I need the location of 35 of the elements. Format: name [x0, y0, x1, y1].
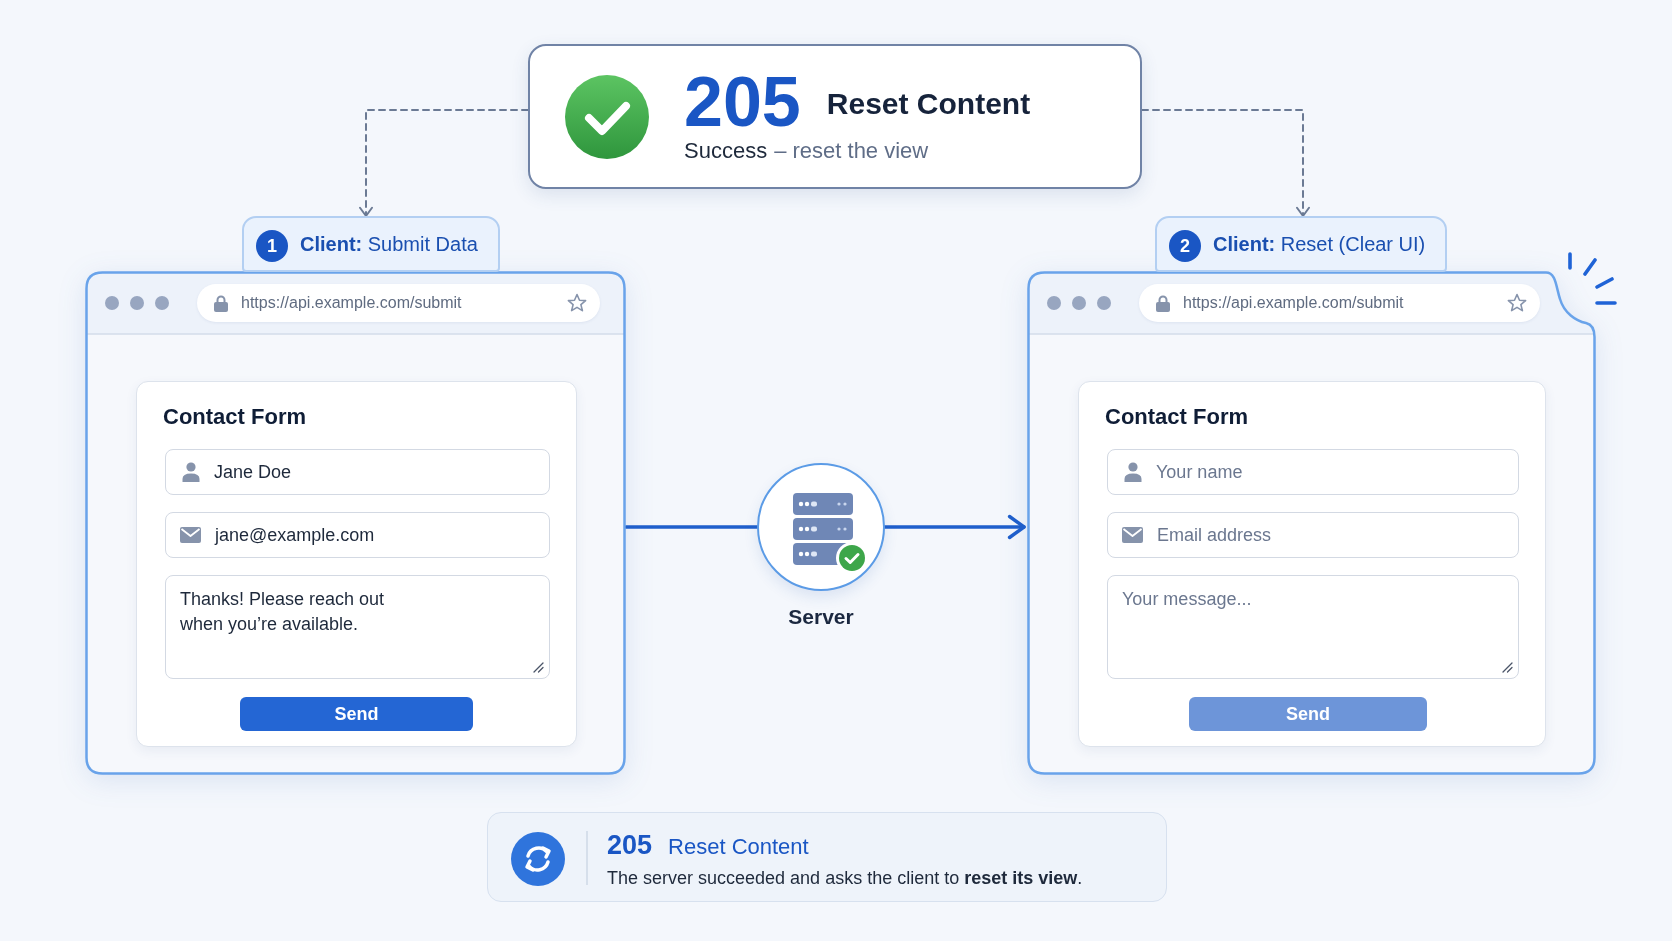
status-summary: Success	[684, 137, 768, 165]
step-title: Client: Reset (Clear UI)	[1213, 232, 1426, 257]
step-title: Client: Submit Data	[300, 232, 478, 257]
browser-window	[85, 271, 626, 775]
info-banner	[487, 812, 1167, 902]
email-input-field: Email address	[1107, 512, 1519, 558]
form-title: Contact Form	[163, 403, 306, 431]
status-description: The server succeeded and asks the client to reset its view.	[607, 867, 1083, 890]
form-card	[136, 381, 577, 747]
form-card	[1078, 381, 1546, 747]
message-input-field: Your message...	[1107, 575, 1519, 679]
step-number-badge: 1	[256, 230, 288, 262]
connector-line	[624, 525, 759, 529]
status-code: 205	[684, 67, 801, 137]
dashed-arrow	[1141, 109, 1310, 217]
server-label: Server	[787, 604, 855, 630]
step-tab	[1155, 216, 1447, 272]
send-button: Send	[240, 697, 473, 731]
status-name: Reset Content	[826, 89, 1031, 119]
form-title: Contact Form	[1105, 403, 1248, 431]
dashed-arrow	[359, 109, 529, 217]
step-number-badge: 2	[1169, 230, 1201, 262]
message-input-field: Thanks! Please reach out when you’re available.	[165, 575, 550, 679]
send-button: Send	[1189, 697, 1427, 731]
url-text: https://api.example.com/submit	[1183, 293, 1404, 313]
status-card	[528, 44, 1142, 189]
name-input-field: Jane Doe	[165, 449, 550, 495]
step-tab	[242, 216, 500, 272]
email-input-field: jane@example.com	[165, 512, 550, 558]
status-name: Reset Content	[668, 833, 809, 861]
status-code: 205	[607, 829, 653, 861]
browser-window	[1027, 271, 1596, 775]
url-text: https://api.example.com/submit	[241, 293, 462, 313]
status-detail: – reset the view	[774, 137, 929, 165]
name-input-field: Your name	[1107, 449, 1519, 495]
